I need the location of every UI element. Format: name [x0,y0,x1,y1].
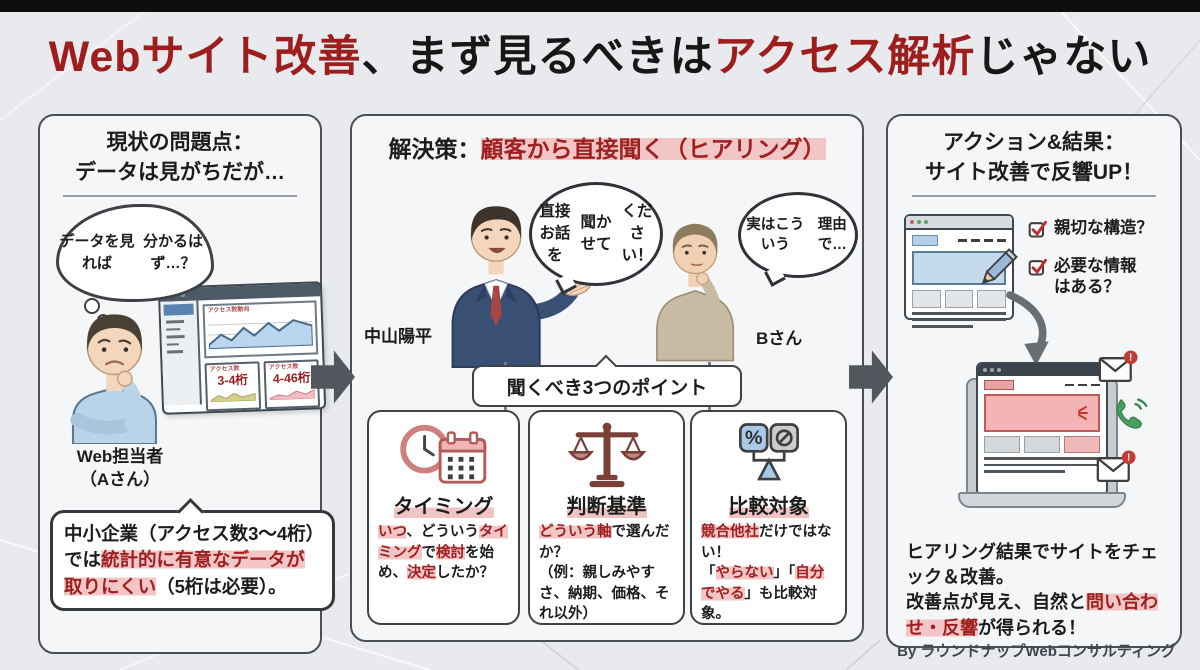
point-card-comparison: % 比較対象 競合他社だけではない！「やらない」「自分でやる」も比較対象。 [690,410,847,625]
customer-speech-bubble: 実はこういう理由で… [738,192,858,278]
stat-card: アクセス数 3-4桁 [204,361,262,412]
problem-note-callout: 中小企業（アクセス数3〜4桁）では統計的に有意なデータが取りにくい（5桁は必要）… [50,510,335,611]
window-dot-icon [924,220,928,224]
mockup-text-lines [984,457,1100,473]
check-item-label: 親切な構造？ [1054,219,1153,237]
window-dot-icon [990,368,994,372]
clock-calendar-icon [399,424,486,484]
problem-panel-heading: 現状の問題点： データは見がちだが… [40,116,320,189]
problem-heading-line2: データは見がちだが… [75,161,285,185]
pencil-icon [981,248,1018,285]
card-title: 比較対象 [728,496,809,518]
card-title: タイミング [393,496,494,518]
solution-panel: 解決策：顧客から直接聞く（ヒアリング） 直接お話を聞かせてください！ 実はこうい… [350,114,864,642]
curved-down-arrow-icon [1006,291,1049,366]
card-body: 競合他社だけではない！「やらない」「自分でやる」も比較対象。 [701,524,832,623]
card-body: いつ、どういうタイミングで検討を始め、決定したか？ [378,524,508,582]
checkbox-red-check-icon [1028,220,1047,238]
mockup-logo-block [984,380,1014,390]
sparkle-marks-icon [1078,406,1088,420]
phone-ring-icon [1116,398,1148,429]
three-points-banner: 聞くべき3つのポイント [472,365,742,407]
svg-text:%: % [745,427,763,449]
consultant-speech-bubble: 直接お話を聞かせてください！ [529,182,663,286]
thought-dot [84,298,100,314]
scales-icon [567,422,646,488]
stat-value: 4-46桁 [272,371,311,387]
improved-site-laptop-mockup [958,362,1126,508]
action-result-panel: アクション&結果： サイト改善で反響UP！ [886,114,1182,648]
browser-titlebar [906,216,1012,230]
mini-chart-pink [269,389,316,401]
envelope-alert-icon: ! [1096,450,1136,483]
check-item-label: 必要な情報はある？ [1054,257,1137,296]
mockup-hero-block [984,394,1100,432]
svg-text:!: ! [1127,453,1130,464]
svg-text:!: ! [1129,353,1132,364]
problem-panel: 現状の問題点： データは見がちだが… データを見れば分かるはず…？ [38,114,335,654]
divider [63,194,297,197]
stat-card: アクセス数 4-46桁 [263,359,321,410]
envelope-alert-icon: ! [1098,350,1138,383]
divider [912,194,1156,197]
consultant-name-label: 中山陽平 [364,327,432,346]
area-chart-graphic [207,319,315,351]
customer-name-label: Bさん [756,329,803,348]
traffic-line-chart: アクセス数動向 [202,300,319,359]
card-body: どういう軸で選んだか？（例：親しみやすさ、納期、価格、それ以外） [539,524,670,623]
problem-heading-line1: 現状の問題点： [106,131,254,154]
analytics-dashboard-mockup: アクセス数動向 アクセス数 3-4桁 [157,281,327,415]
consultant-illustration [451,206,592,368]
action-heading-line1: アクション&結果： [942,131,1126,154]
person-a-label: Web担当者 （Aさん） [76,447,164,489]
point-card-timing: タイミング いつ、どういうタイミングで検討を始め、決定したか？ [367,410,520,625]
window-dot-icon [910,220,914,224]
mockup-logo-block [912,235,938,246]
mockup-card-row [984,436,1100,453]
mockup-text-lines [912,312,1006,328]
improved-site-browser [976,362,1108,496]
card-title: 判断基準 [566,496,647,518]
checkbox-red-check-icon [1028,258,1047,276]
action-heading: アクション&結果： サイト改善で反響UP！ [888,116,1180,189]
top-black-bar [0,0,1200,12]
page-title: Webサイト改善、まず見るべきはアクセス解析じゃない [48,33,1152,81]
point-card-criteria: 判断基準 どういう軸で選んだか？（例：親しみやすさ、納期、価格、それ以外） [528,410,685,625]
browser-titlebar [978,364,1106,376]
action-heading-line2: サイト改善で反響UP！ [924,161,1144,185]
solution-heading: 解決策：顧客から直接聞く（ヒアリング） [388,136,826,162]
window-dot-icon [983,368,987,372]
check-item-information: 必要な情報はある？ [1028,256,1137,297]
window-dot-icon [997,368,1001,372]
worried-person-illustration [70,314,157,444]
result-summary-text: ヒアリング結果でサイトをチェック＆改善。改善点が見え、自然と問い合わせ・反響が得… [906,542,1158,638]
footer-credit: By ラウンドナップWebコンサルティング [897,643,1176,660]
mockup-nav-active [163,303,194,316]
percent-vs-none-icon: % [738,423,799,481]
stat-value: 3-4桁 [217,373,249,389]
mockup-card-row [912,290,1007,308]
thought-bubble: データを見れば分かるはず…？ [56,204,214,302]
check-item-structure: 親切な構造？ [1028,218,1153,239]
customer-illustration [656,223,735,362]
laptop-base [958,492,1126,508]
mini-chart-olive [210,393,257,403]
window-dot-icon [917,220,921,224]
mockup-sidebar [160,300,202,406]
